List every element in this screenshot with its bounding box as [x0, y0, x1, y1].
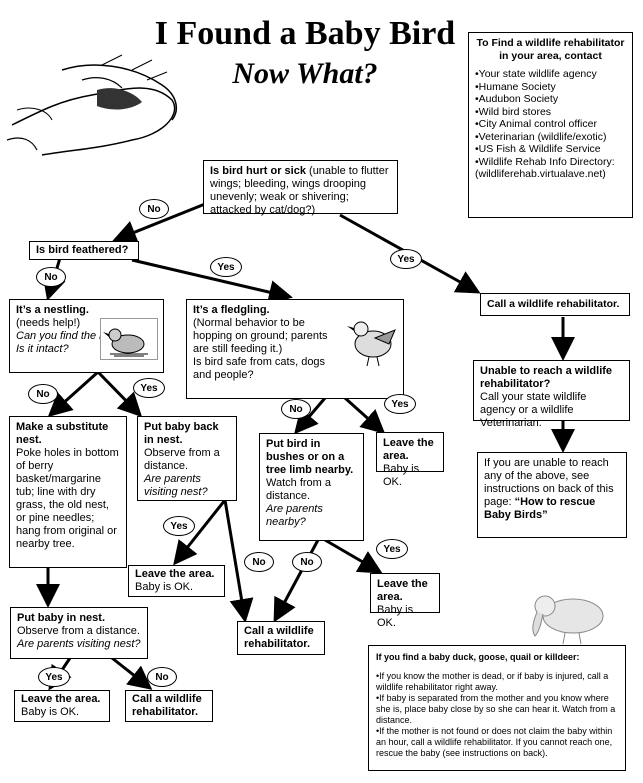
unable-body: Call your state wildlife agency or a wil… [480, 391, 587, 429]
call-rehabilitator-line-2: rehabilitator. [244, 638, 311, 650]
put-in-nest-title: Put baby in nest. [17, 612, 106, 624]
list-item: •Veterinarian (wildlife/exotic) [475, 130, 607, 143]
nestling-title: It’s a nestling. [16, 304, 89, 316]
hands-holding-bird-illustration [6, 54, 178, 156]
no-label-bushes: No [292, 552, 322, 572]
list-item: •Audubon Society [475, 93, 559, 105]
yes-label-put-back: Yes [163, 516, 195, 536]
bushes-question: Are parents nearby? [266, 503, 323, 528]
put-baby-in-nest-box: Put baby in nest. Observe from a distanc… [10, 607, 148, 659]
feathered-question-box: Is bird feathered? [29, 241, 139, 260]
back-of-page-box: If you are unable to reach any of the ab… [477, 452, 627, 538]
find-rehabilitator-list: •Your state wildlife agency •Humane Soci… [475, 68, 626, 181]
leave-area-box-bushes: Leave the area. Baby is OK. [370, 573, 440, 629]
nestling-bird-illustration [100, 318, 158, 360]
leave-area-body: Baby is OK. [21, 706, 80, 718]
bushes-instruction: Watch from a distance. [266, 477, 331, 502]
list-item: •If you know the mother is dead, or if b… [376, 671, 609, 692]
list-item: •If the mother is not found or does not … [376, 726, 613, 758]
put-back-title: Put baby back in nest. [144, 421, 219, 446]
feathered-question: Is bird feathered? [36, 244, 129, 256]
hurt-or-sick-question-box: Is bird hurt or sick (unable to flutter … [203, 160, 398, 216]
leave-area-body: Baby is OK. [383, 463, 420, 488]
back-of-page-text: If you are unable to reach any of the ab… [484, 457, 614, 508]
no-label-put-back: No [244, 552, 274, 572]
leave-area-title: Leave the area. [383, 437, 434, 462]
leave-area-box-fledgling: Leave the area. Baby is OK. [376, 432, 444, 488]
list-item: •US Fish & Wildlife Service [475, 143, 601, 155]
hurt-question-bold: Is bird hurt or sick [210, 165, 306, 177]
call-rehabilitator-box-bottom: Call a wildlife rehabilitator. [125, 690, 213, 722]
leave-area-title: Leave the area. [377, 578, 428, 603]
no-label-feathered: No [36, 267, 66, 287]
leave-area-body: Baby is OK. [377, 604, 414, 629]
fledgling-title: It’s a fledgling. [193, 304, 270, 316]
no-label-nestling: No [28, 384, 58, 404]
put-back-question: Are parents visiting nest? [144, 473, 208, 498]
substitute-nest-box: Make a substitute nest. Poke holes in bo… [9, 416, 127, 568]
list-item: •Wild bird stores [475, 105, 552, 118]
substitute-nest-instructions: Poke holes in bottom of berry basket/mar… [16, 447, 119, 550]
no-label-fledgling: No [281, 399, 311, 419]
call-rehabilitator-box-right: Call a wildlife rehabilitator. [480, 293, 630, 316]
yes-label-fledgling: Yes [384, 394, 416, 414]
nestling-note: (needs help!) [16, 317, 81, 329]
call-rehabilitator-line-1: Call a wildlife [132, 693, 202, 705]
back-of-page-title: “How to rescue Baby Birds” [484, 496, 596, 521]
yes-label-bushes: Yes [376, 539, 408, 559]
fledgling-bird-illustration [347, 321, 396, 367]
leave-area-title: Leave the area. [135, 568, 215, 580]
put-in-nest-instruction: Observe from a distance. [17, 625, 140, 637]
list-item: •Humane Society [475, 80, 556, 93]
put-in-nest-question: Are parents visiting nest? [17, 638, 141, 650]
duckling-illustration [532, 595, 604, 645]
substitute-nest-title: Make a substitute nest. [16, 421, 109, 446]
put-back-in-nest-box: Put baby back in nest. Observe from a di… [137, 416, 237, 501]
leave-area-box-put-back: Leave the area. Baby is OK. [128, 565, 225, 597]
call-rehabilitator-line-1: Call a wildlife [244, 625, 314, 637]
list-item: •Your state wildlife agency [475, 68, 597, 80]
fledgling-description: (Normal behavior to be hopping on ground… [193, 317, 328, 355]
nestling-box: It’s a nestling. (needs help!) Can you f… [9, 299, 164, 373]
call-rehabilitator-line-2: rehabilitator. [132, 706, 199, 718]
duck-box-title: If you find a baby duck, goose, quail or… [376, 652, 580, 662]
yes-label-feathered: Yes [210, 257, 242, 277]
yes-label-nestling: Yes [133, 378, 165, 398]
page-subtitle: Now What? [232, 57, 378, 90]
yes-label-put-in-nest: Yes [38, 667, 70, 687]
find-rehabilitator-box: To Find a wildlife rehabilitator in your… [468, 32, 633, 218]
list-item: •City Animal control officer [475, 118, 597, 130]
fledgling-question: Is bird safe from cats, dogs and people? [193, 356, 326, 381]
find-rehabilitator-title: To Find a wildlife rehabilitator in your… [476, 37, 625, 62]
hurt-question-detail: (unable to flutter wings; bleeding, wing… [210, 165, 389, 216]
no-label-hurt: No [139, 199, 169, 219]
no-label-put-in-nest: No [147, 667, 177, 687]
bushes-box: Put bird in bushes or on a tree limb nea… [259, 433, 364, 541]
nestling-question-1: Can you find the nest? [16, 330, 127, 342]
page-title: I Found a Baby Bird [154, 15, 456, 52]
yes-label-hurt: Yes [390, 249, 422, 269]
leave-area-title: Leave the area. [21, 693, 101, 705]
list-item: •If baby is separated from the mother an… [376, 693, 616, 725]
bushes-title: Put bird in bushes or on a tree limb nea… [266, 438, 354, 476]
call-rehabilitator-box-middle: Call a wildlife rehabilitator. [237, 621, 325, 655]
duck-goose-box: If you find a baby duck, goose, quail or… [368, 645, 626, 771]
unable-title: Unable to reach a wildlife rehabilitator… [480, 365, 613, 390]
list-item: •Wildlife Rehab Info Directory: (wildlif… [475, 155, 615, 181]
leave-area-box-bottom: Leave the area. Baby is OK. [14, 690, 110, 722]
leave-area-body: Baby is OK. [135, 581, 194, 593]
put-back-instruction: Observe from a distance. [144, 447, 220, 472]
call-rehabilitator-text: Call a wildlife rehabilitator. [487, 298, 620, 310]
nestling-question-2: Is it intact? [16, 343, 69, 355]
unable-to-reach-box: Unable to reach a wildlife rehabilitator… [473, 360, 630, 429]
